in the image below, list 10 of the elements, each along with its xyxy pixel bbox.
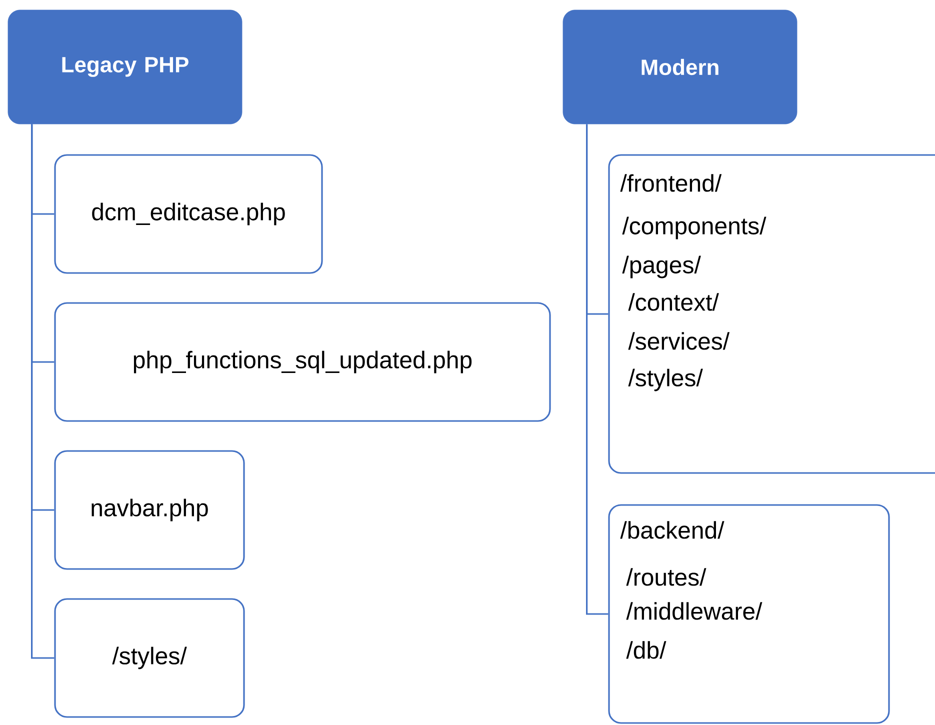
header-box: Legacy PHP	[8, 10, 242, 124]
file-box: /styles/	[54, 598, 245, 718]
tree-connector	[586, 124, 608, 615]
file-box: dcm_editcase.php	[54, 154, 323, 274]
file-box: php_functions_sql_updated.php	[54, 302, 551, 422]
folder-box: /backend/ /routes/ /middleware/ /db/	[608, 504, 890, 724]
tree-connector	[31, 124, 54, 659]
folder-box: /frontend/ /components/ /pages/ /context/ /services/ /styles/	[608, 154, 935, 474]
header-box: Modern	[562, 10, 798, 124]
file-box: navbar.php	[54, 450, 245, 570]
